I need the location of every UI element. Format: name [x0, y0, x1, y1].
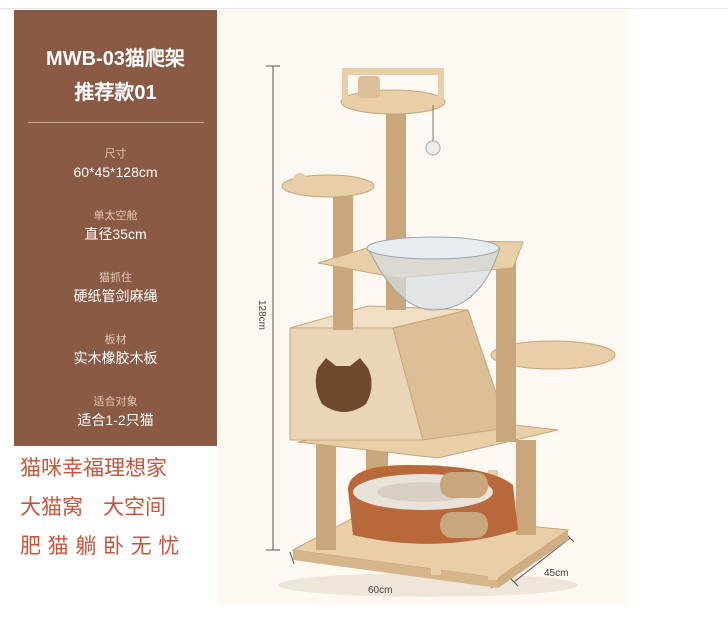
product-subtitle: 推荐款01	[74, 82, 157, 104]
title-divider	[28, 122, 204, 123]
spec-label: 尺寸	[104, 148, 127, 160]
spec-target: 适合对象 适合1-2只猫	[14, 395, 217, 429]
cat-tree-illustration	[266, 65, 616, 597]
spec-value: 直径35cm	[84, 226, 147, 242]
spec-label: 单太空舱	[93, 210, 138, 222]
product-photo: 128cm 60cm 45cm	[218, 10, 628, 606]
spec-value: 硬纸管剑麻绳	[73, 288, 158, 304]
depth-dimension-label: 45cm	[544, 568, 569, 579]
spec-material: 板材 实木橡胶木板	[14, 333, 217, 367]
spec-label: 猫抓住	[99, 272, 132, 284]
slogan-line-1: 猫咪幸福理想家	[20, 456, 167, 480]
product-title: MWB-03猫爬架	[46, 48, 185, 70]
spec-capsule: 单太空舱 直径35cm	[14, 209, 217, 243]
spec-value: 适合1-2只猫	[77, 412, 154, 428]
top-divider	[0, 8, 728, 9]
spec-label: 适合对象	[93, 396, 138, 408]
slogan-line-2: 大猫窝 大空间	[20, 495, 167, 519]
spec-panel: MWB-03猫爬架 推荐款01 尺寸 60*45*128cm 单太空舱 直径35…	[14, 10, 217, 446]
spec-size: 尺寸 60*45*128cm	[14, 147, 217, 181]
height-dimension-line	[266, 65, 280, 551]
slogan-line-3: 肥 猫 躺 卧 无 忧	[20, 534, 180, 558]
height-dimension-label: 128cm	[256, 300, 267, 331]
spec-value: 60*45*128cm	[73, 164, 158, 180]
spec-scratcher: 猫抓住 硬纸管剑麻绳	[14, 271, 217, 305]
spec-label: 板材	[104, 334, 127, 346]
width-dimension-label: 60cm	[368, 585, 393, 596]
spec-value: 实木橡胶木板	[73, 350, 158, 366]
slogan-block: 猫咪幸福理想家 大猫窝 大空间 肥 猫 躺 卧 无 忧	[14, 446, 217, 606]
